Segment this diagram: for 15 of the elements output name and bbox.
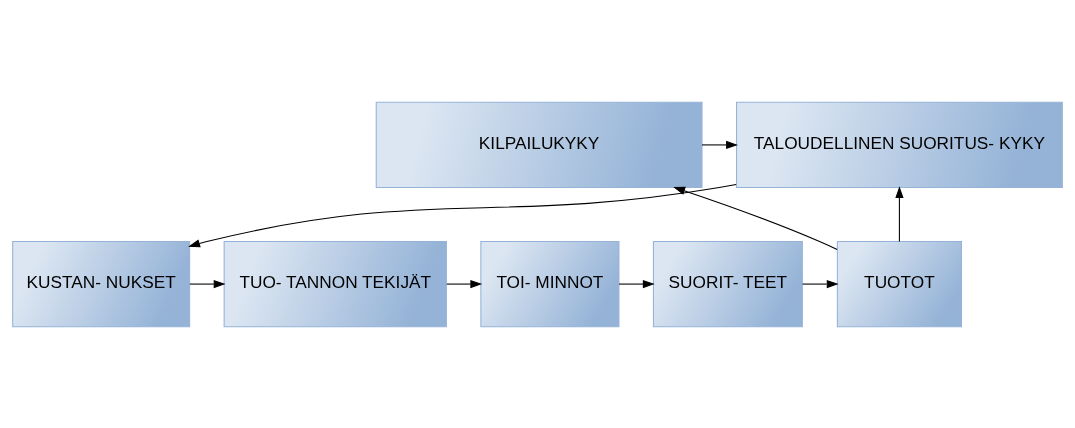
arrow (895, 185, 904, 242)
arrow (446, 279, 483, 288)
node-box: TOI- MINNOT (480, 240, 620, 327)
node-box: TUOTOT (836, 240, 962, 327)
arrow (189, 279, 226, 288)
node-box: KUSTAN- NUKSET (12, 240, 191, 327)
node-box: TUO- TANNON TEKIJÄT (223, 240, 447, 327)
node-box: SUORIT- TEET (652, 240, 803, 327)
arrow (188, 183, 737, 247)
arrow (802, 279, 839, 288)
node-box: TALOUDELLINEN SUORITUS- KYKY (736, 101, 1063, 188)
arrow (618, 279, 655, 288)
node-box: KILPAILUKYKY (375, 101, 703, 188)
arrow (701, 140, 738, 149)
arrow (673, 186, 838, 250)
